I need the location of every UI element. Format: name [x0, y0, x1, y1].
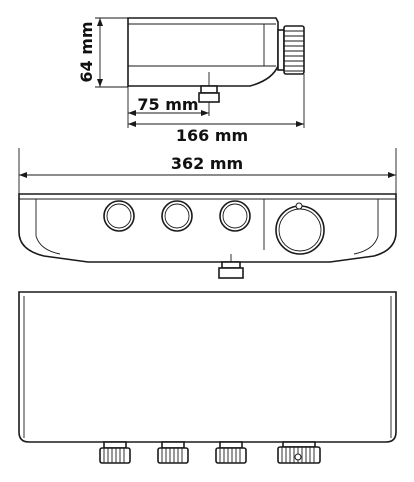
depth-small-label: 75 mm	[137, 95, 198, 114]
front-knob	[275, 202, 325, 255]
width-label: 362 mm	[171, 154, 243, 173]
width-dimension: 362 mm	[18, 148, 397, 198]
side-body	[127, 17, 305, 103]
height-dimension: 64 mm	[77, 17, 128, 88]
front-view: 362 mm	[18, 148, 397, 279]
top-view	[18, 291, 397, 464]
side-view: 64 mm	[77, 17, 305, 145]
front-button-2	[161, 200, 193, 232]
height-label: 64 mm	[77, 21, 96, 82]
depth-small-dimension: 75 mm	[127, 86, 210, 128]
top-knob-4	[277, 441, 321, 464]
top-knob-2	[157, 441, 189, 464]
top-knob-3	[215, 441, 247, 464]
depth-total-label: 166 mm	[176, 126, 248, 145]
front-button-3	[219, 200, 251, 232]
depth-total-dimension: 166 mm	[128, 74, 305, 145]
top-knob-1	[99, 441, 131, 464]
front-button-1	[103, 200, 135, 232]
front-fitting	[112, 254, 244, 279]
front-body	[18, 193, 397, 263]
